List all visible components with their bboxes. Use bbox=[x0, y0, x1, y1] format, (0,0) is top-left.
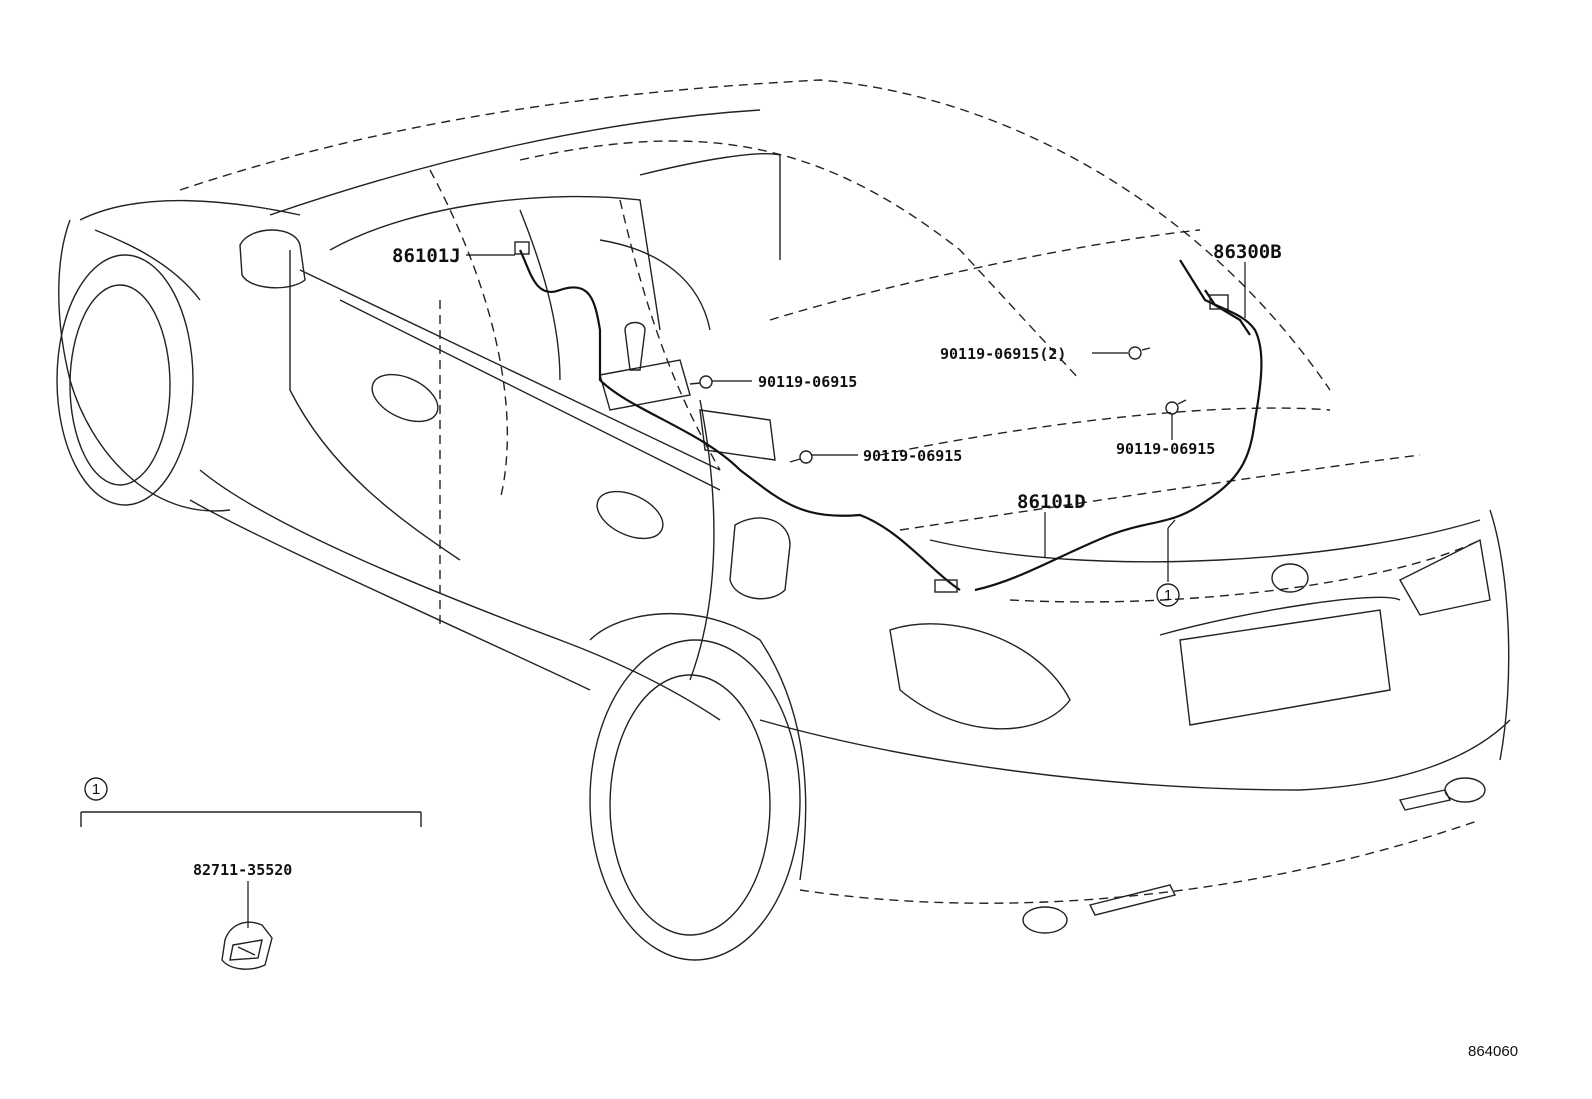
leader-lines bbox=[466, 254, 1246, 582]
car-body-outline bbox=[56, 79, 1511, 961]
callout-bolt-door: 90119-06915 bbox=[863, 447, 962, 465]
clamp-icon bbox=[221, 921, 273, 970]
callout-bolt-console: 90119-06915 bbox=[758, 373, 857, 391]
svg-text:1: 1 bbox=[1164, 587, 1172, 604]
callout-86101D: 86101D bbox=[1017, 491, 1086, 513]
callout-clamp: 82711-35520 bbox=[193, 861, 292, 879]
ref-marker-car: 1 bbox=[1156, 583, 1180, 607]
callout-bolt-trunk: 90119-06915 bbox=[1116, 440, 1215, 458]
antenna-cord-harness bbox=[514, 241, 1263, 593]
bolt-icon bbox=[689, 346, 1187, 464]
callout-bolt-trunk-pair: 90119-06915(2) bbox=[940, 345, 1066, 363]
figure-number: 864060 bbox=[1468, 1043, 1518, 1060]
ref-marker-inset: 1 bbox=[92, 781, 100, 798]
callout-86300B: 86300B bbox=[1213, 241, 1282, 263]
callout-86101J: 86101J bbox=[392, 245, 461, 267]
clamp-detail-inset: 1 82711-35520 bbox=[80, 777, 422, 970]
